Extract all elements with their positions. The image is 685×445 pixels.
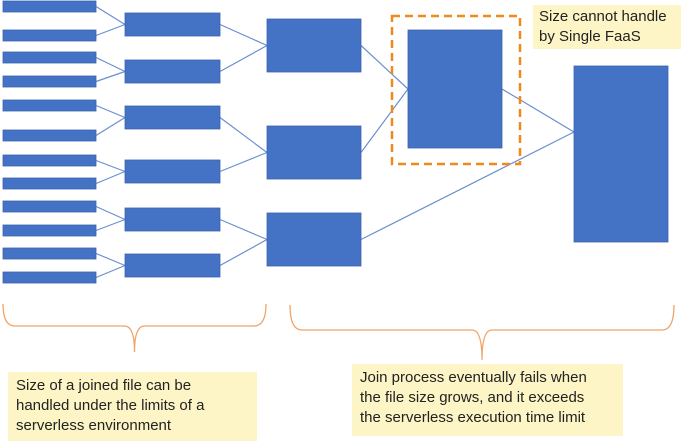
- note-joined-file-size: Size of a joined file can be handled und…: [8, 372, 257, 441]
- note-left-line-3: serverless environment: [16, 417, 172, 434]
- connector-line: [95, 23, 126, 37]
- input-file-box: [2, 99, 97, 112]
- connector-line: [95, 56, 126, 73]
- note-left-line-1: Size of a joined file can be: [16, 377, 192, 394]
- join-level-2-box: [266, 212, 362, 267]
- note-size-cannot-handle: Size cannot handle by Single FaaS: [533, 5, 681, 49]
- connector-line: [95, 116, 126, 137]
- note-join-process-fails: Join process eventually fails when the f…: [352, 364, 623, 436]
- join-level-1-box: [124, 207, 221, 232]
- input-file-box: [2, 177, 97, 190]
- connector-line: [95, 218, 126, 232]
- connector-line: [95, 159, 126, 173]
- note-top-line-1: Size cannot handle: [539, 8, 667, 25]
- right-brace: [289, 304, 675, 361]
- connector-line: [95, 104, 126, 119]
- connector-line: [360, 45, 409, 90]
- connector-line: [95, 205, 126, 221]
- join-level-2-box: [266, 125, 362, 180]
- connector-line: [360, 88, 409, 153]
- connector-line: [360, 131, 575, 241]
- dashed-frame: [390, 14, 522, 166]
- join-level-1-box: [124, 12, 221, 37]
- connector-line: [95, 264, 126, 279]
- note-left-line-2: handled under the limits of a: [16, 397, 205, 414]
- join-level-1-box: [124, 159, 221, 184]
- connector-line: [219, 23, 268, 47]
- input-file-box: [2, 154, 97, 167]
- join-level-1-box: [124, 59, 221, 84]
- input-file-box: [2, 0, 97, 13]
- join-level-1-box: [124, 105, 221, 130]
- input-file-box: [2, 75, 97, 88]
- join-level-2-box: [266, 18, 362, 73]
- connector-line: [95, 170, 126, 185]
- input-file-box: [2, 200, 97, 213]
- connector-line: [95, 252, 126, 267]
- note-right-line-3: the serverless execution time limit: [360, 409, 586, 426]
- connector-line: [501, 88, 575, 133]
- connector-line: [219, 44, 268, 73]
- join-level-1-box: [124, 253, 221, 278]
- connector-line: [95, 5, 126, 26]
- note-right-line-2: the file size grows, and it exceeds: [360, 389, 585, 406]
- input-file-box: [2, 271, 97, 284]
- note-right-line-1: Join process eventually fails when: [360, 369, 587, 386]
- input-file-box: [2, 247, 97, 260]
- connector-line: [219, 117, 268, 153]
- connector-line: [219, 218, 268, 241]
- connector-line: [219, 151, 268, 173]
- input-file-box: [2, 224, 97, 237]
- left-brace: [2, 303, 267, 353]
- input-file-box: [2, 51, 97, 64]
- connector-line: [95, 70, 126, 83]
- note-top-line-2: by Single FaaS: [539, 28, 641, 45]
- input-file-box: [2, 129, 97, 142]
- connector-line: [219, 238, 268, 267]
- final-joined-box: [573, 65, 669, 243]
- input-file-box: [2, 29, 97, 42]
- join-level-3-box: [407, 29, 503, 149]
